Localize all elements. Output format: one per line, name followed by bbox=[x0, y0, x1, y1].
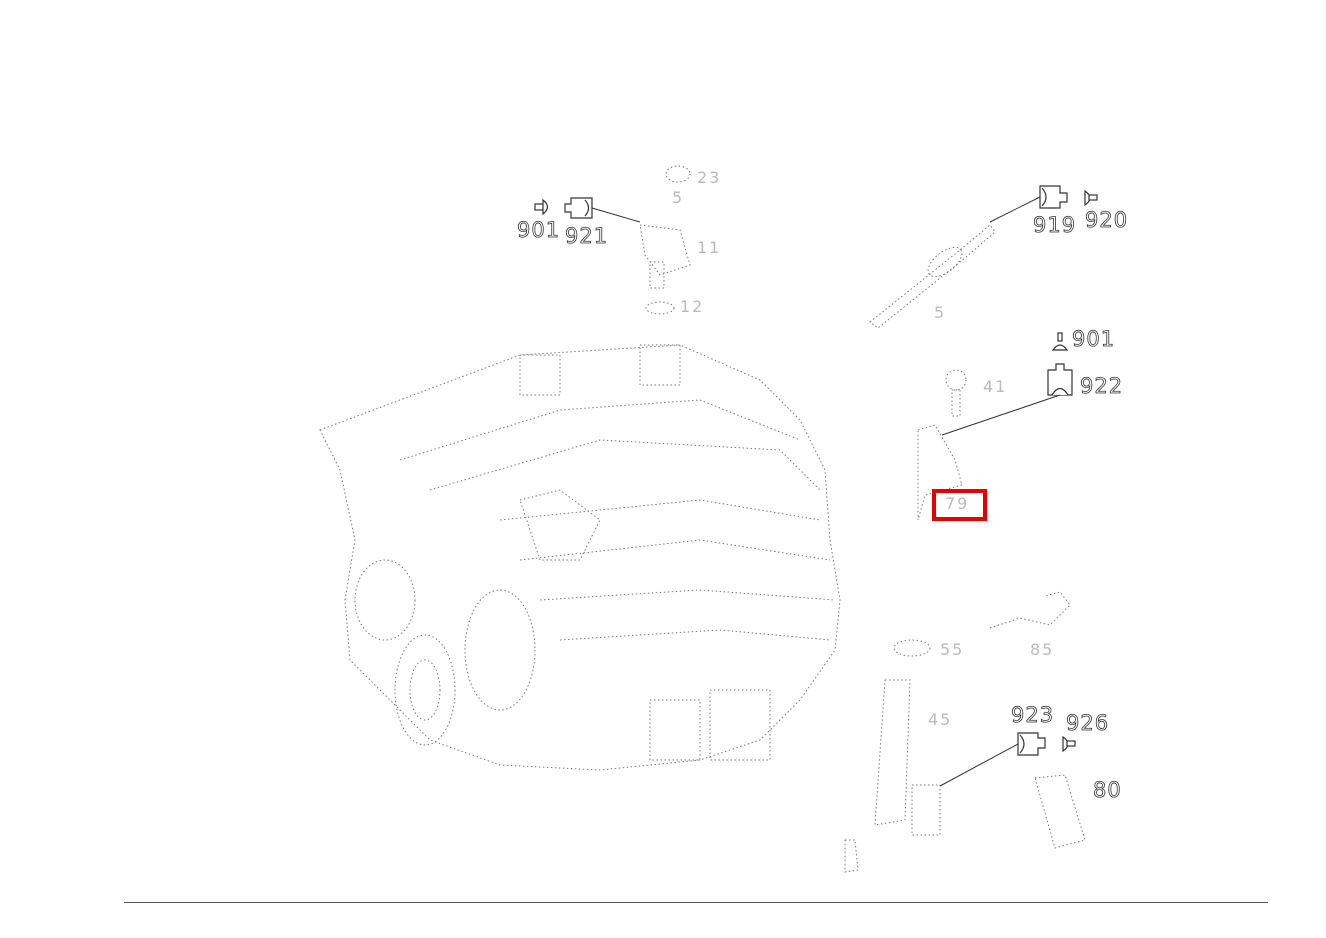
connector-919-icon bbox=[1039, 185, 1068, 209]
callout-45[interactable]: 45 bbox=[928, 710, 953, 729]
callout-80[interactable]: 80 bbox=[1093, 778, 1122, 803]
callout-11[interactable]: 11 bbox=[697, 238, 722, 257]
engine-block-icon bbox=[319, 344, 841, 771]
callout-920[interactable]: 920 bbox=[1085, 208, 1129, 233]
part-45-icon bbox=[844, 679, 941, 873]
connector-926-icon bbox=[1062, 735, 1076, 753]
connector-921-icon bbox=[564, 197, 593, 219]
callout-55[interactable]: 55 bbox=[940, 640, 965, 659]
highlight-box bbox=[932, 489, 987, 521]
part-79-icon bbox=[917, 424, 963, 521]
callout-901-right[interactable]: 901 bbox=[1072, 327, 1116, 352]
connector-922-icon bbox=[1047, 363, 1073, 396]
connector-920-icon bbox=[1084, 189, 1098, 207]
bracket-icon bbox=[1034, 774, 1086, 849]
footer-divider bbox=[124, 902, 1268, 903]
callout-923[interactable]: 923 bbox=[1011, 703, 1055, 728]
callout-23[interactable]: 23 bbox=[697, 168, 722, 187]
callout-79-highlighted[interactable]: 79 bbox=[945, 494, 970, 513]
sensor-part-icon bbox=[639, 165, 691, 315]
part-41-icon bbox=[945, 369, 967, 417]
callout-85[interactable]: 85 bbox=[1030, 640, 1055, 659]
seal-ring-icon bbox=[893, 639, 931, 657]
hose-icon bbox=[989, 591, 1071, 629]
connector-923-icon bbox=[1017, 732, 1046, 756]
callout-921[interactable]: 921 bbox=[565, 224, 609, 249]
injector-part-icon bbox=[869, 224, 996, 329]
callout-41[interactable]: 41 bbox=[983, 377, 1008, 396]
callout-5-injector[interactable]: 5 bbox=[934, 303, 947, 322]
connector-901-top-left-icon bbox=[534, 198, 549, 216]
callout-12[interactable]: 12 bbox=[680, 297, 705, 316]
callout-901-left[interactable]: 901 bbox=[517, 218, 561, 243]
connector-901-right-icon bbox=[1051, 332, 1069, 351]
callout-919[interactable]: 919 bbox=[1033, 213, 1077, 238]
callout-926[interactable]: 926 bbox=[1066, 711, 1110, 736]
callout-5-top[interactable]: 5 bbox=[672, 188, 685, 207]
callout-922[interactable]: 922 bbox=[1080, 374, 1124, 399]
